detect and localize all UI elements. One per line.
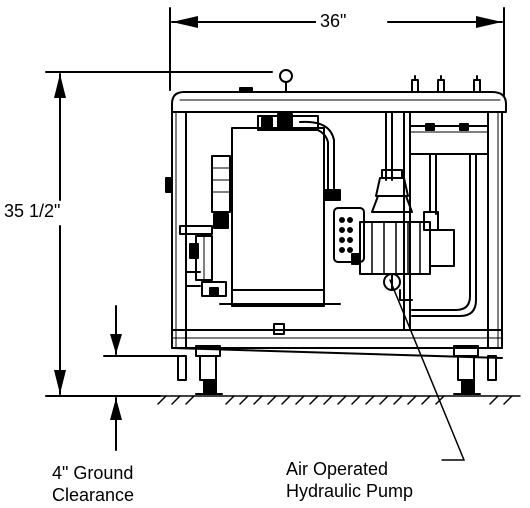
ground-clearance-line-2: Clearance <box>52 485 135 505</box>
top-fittings <box>239 69 481 93</box>
caster-right <box>453 345 497 395</box>
height-dimension <box>45 71 273 397</box>
ground-clearance-label: 4" Ground Clearance <box>52 462 134 506</box>
pump-label-line-1: Air Operated <box>286 459 389 479</box>
caster-left <box>177 345 223 395</box>
ground-clearance-dimension <box>103 305 183 451</box>
pump-label-line-2: Hydraulic Pump <box>286 481 414 501</box>
valve-assembly <box>179 155 231 297</box>
ground-clearance-line-1: 4" Ground <box>52 463 134 483</box>
hydraulic-pump <box>333 169 455 291</box>
height-label: 35 1/2" <box>4 201 61 221</box>
ground-line <box>149 395 521 405</box>
pump-callout-leader <box>389 279 465 461</box>
width-label: 36" <box>316 10 351 32</box>
reservoir-tank <box>219 113 341 335</box>
width-dimension <box>169 7 505 96</box>
pump-label: Air Operated Hydraulic Pump <box>286 458 413 502</box>
control-panel <box>399 123 489 317</box>
